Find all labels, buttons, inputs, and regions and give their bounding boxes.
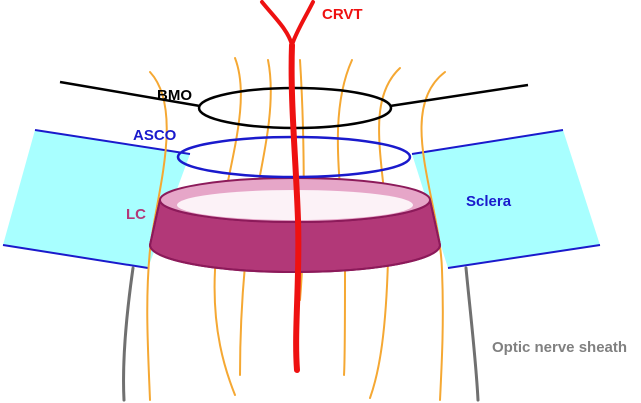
- optic-nerve-sheath: [122, 266, 480, 402]
- sclera-right: [412, 130, 600, 268]
- lc-edge-left: [149, 199, 161, 246]
- lc-edge-right: [429, 199, 441, 246]
- sclera-right-top-edge: [411, 129, 564, 155]
- crvt-branch-right: [290, 0, 315, 47]
- sheath-left: [122, 266, 135, 402]
- bmo-line-right: [389, 83, 529, 108]
- sheath-right: [464, 266, 480, 402]
- bmo-line-left: [59, 80, 201, 108]
- sclera-label: Sclera: [466, 193, 512, 210]
- lc-label: LC: [126, 206, 146, 223]
- bmo-label: BMO: [157, 87, 192, 104]
- sclera-left-bottom-edge: [2, 244, 149, 269]
- lc-bottom-rim: [149, 244, 441, 273]
- sheath-label: Optic nerve sheath: [492, 339, 628, 356]
- sclera: [2, 129, 601, 269]
- sclera-left: [3, 130, 190, 268]
- crvt-branch-left: [260, 0, 294, 47]
- asco-label: ASCO: [133, 127, 177, 144]
- sclera-right-bottom-edge: [447, 244, 601, 269]
- axon-1: [146, 71, 168, 401]
- crvt-vessel: [260, 0, 315, 373]
- crvt-label: CRVT: [322, 6, 363, 23]
- crvt-trunk: [288, 42, 302, 373]
- axon-7: [420, 71, 446, 401]
- sclera-left-top-edge: [34, 129, 191, 155]
